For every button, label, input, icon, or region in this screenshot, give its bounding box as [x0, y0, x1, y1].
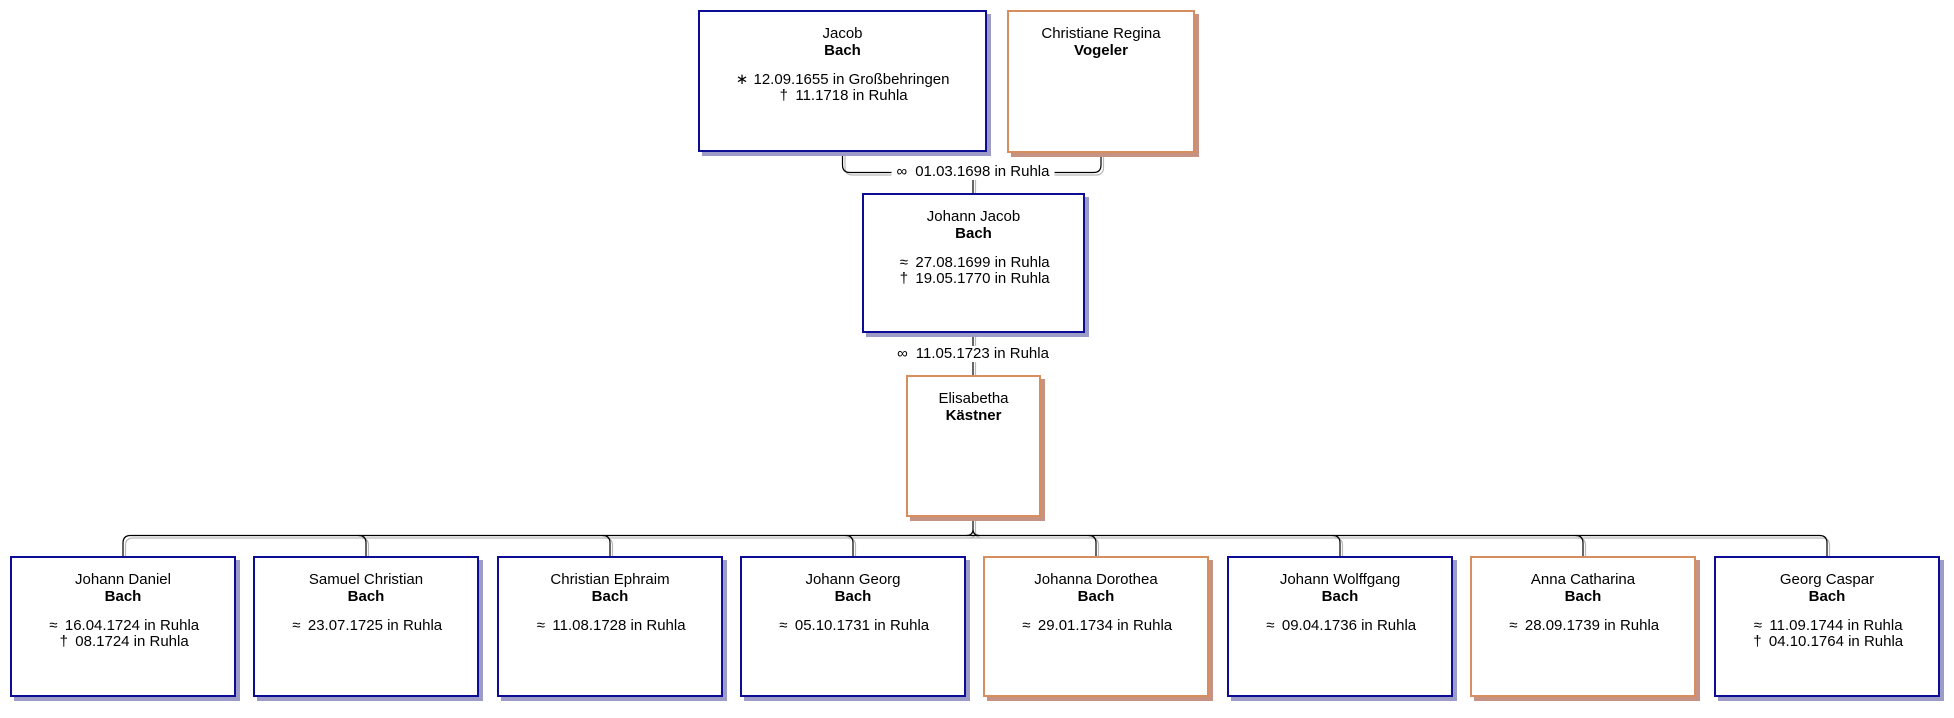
event-text: 11.09.1744 in Ruhla — [1769, 617, 1903, 634]
given-name: Christian Ephraim — [550, 571, 670, 588]
death-cross-icon: † — [1753, 633, 1762, 650]
surname: Bach — [1808, 588, 1846, 605]
marriage-date-text: 11.05.1723 in Ruhla — [915, 345, 1049, 362]
baptism-event: ≈11.09.1744 in Ruhla — [1716, 618, 1938, 634]
baptism-icon: ≈ — [899, 254, 908, 271]
marriage-date-text: 01.03.1698 in Ruhla — [915, 163, 1050, 180]
event-text: 23.07.1725 in Ruhla — [307, 617, 443, 634]
event-text: 11.1718 in Ruhla — [795, 87, 908, 104]
death-cross-icon: † — [899, 270, 909, 287]
baptism-event: ≈16.04.1724 in Ruhla — [12, 618, 234, 634]
baptism-icon: ≈ — [1022, 617, 1031, 634]
event-text: 19.05.1770 in Ruhla — [915, 270, 1050, 287]
given-name: Johann Georg — [805, 571, 901, 588]
baptism-event: ≈23.07.1725 in Ruhla — [255, 618, 477, 634]
event-text: 11.08.1728 in Ruhla — [552, 617, 686, 634]
marriage-rings-icon: ∞ — [896, 163, 908, 180]
surname: Vogeler — [1074, 42, 1128, 59]
marriage-date-label-1: ∞ 01.03.1698 in Ruhla — [891, 163, 1055, 180]
event-text: 28.09.1739 in Ruhla — [1524, 617, 1660, 634]
surname: Kästner — [945, 407, 1002, 424]
person-box-elisabetha-kaestner[interactable]: Elisabetha Kästner — [906, 375, 1041, 517]
surname: Bach — [347, 588, 385, 605]
baptism-icon: ≈ — [49, 617, 58, 634]
baptism-icon: ≈ — [779, 617, 788, 634]
person-box-jacob-bach[interactable]: Jacob Bach ∗12.09.1655 in Großbehringen … — [698, 10, 987, 152]
marriage-rings-icon: ∞ — [897, 345, 908, 362]
given-name: Johanna Dorothea — [1034, 571, 1158, 588]
person-box-johann-wolffgang-bach[interactable]: Johann Wolffgang Bach ≈09.04.1736 in Ruh… — [1227, 556, 1453, 697]
event-text: 12.09.1655 in Großbehringen — [753, 71, 950, 88]
given-name: Georg Caspar — [1779, 571, 1875, 588]
person-box-johann-jacob-bach[interactable]: Johann Jacob Bach ≈27.08.1699 in Ruhla †… — [862, 193, 1085, 333]
baptism-icon: ≈ — [536, 617, 546, 634]
person-box-christiane-regina-vogeler[interactable]: Christiane Regina Vogeler — [1007, 10, 1195, 153]
event-text: 27.08.1699 in Ruhla — [915, 254, 1050, 271]
given-name: Jacob — [822, 25, 863, 42]
surname: Bach — [1564, 588, 1602, 605]
surname: Bach — [834, 588, 872, 605]
given-name: Anna Catharina — [1530, 571, 1636, 588]
given-name: Johann Jacob — [926, 208, 1021, 225]
person-box-johanna-dorothea-bach[interactable]: Johanna Dorothea Bach ≈29.01.1734 in Ruh… — [983, 556, 1209, 697]
birth-icon: ∗ — [735, 71, 749, 88]
given-name: Johann Daniel — [75, 571, 171, 588]
person-box-johann-georg-bach[interactable]: Johann Georg Bach ≈05.10.1731 in Ruhla — [740, 556, 966, 697]
surname: Bach — [824, 42, 861, 59]
event-text: 08.1724 in Ruhla — [75, 633, 189, 650]
birth-event: ∗12.09.1655 in Großbehringen — [700, 72, 985, 88]
baptism-event: ≈05.10.1731 in Ruhla — [742, 618, 964, 634]
given-name: Elisabetha — [938, 390, 1009, 407]
surname: Bach — [591, 588, 629, 605]
baptism-event: ≈09.04.1736 in Ruhla — [1229, 618, 1451, 634]
surname: Bach — [1077, 588, 1115, 605]
death-event: † 04.10.1764 in Ruhla — [1716, 634, 1938, 650]
event-text: 05.10.1731 in Ruhla — [794, 617, 930, 634]
baptism-event: ≈29.01.1734 in Ruhla — [985, 618, 1207, 634]
event-text: 16.04.1724 in Ruhla — [64, 617, 200, 634]
baptism-icon: ≈ — [1266, 617, 1275, 634]
death-cross-icon: † — [779, 87, 789, 104]
baptism-icon: ≈ — [1753, 617, 1763, 634]
baptism-event: ≈11.08.1728 in Ruhla — [499, 618, 721, 634]
given-name: Samuel Christian — [308, 571, 424, 588]
event-text: 29.01.1734 in Ruhla — [1037, 617, 1173, 634]
death-event: † 08.1724 in Ruhla — [12, 634, 234, 650]
person-box-johann-daniel-bach[interactable]: Johann Daniel Bach ≈16.04.1724 in Ruhla … — [10, 556, 236, 697]
person-box-christian-ephraim-bach[interactable]: Christian Ephraim Bach ≈11.08.1728 in Ru… — [497, 556, 723, 697]
person-box-georg-caspar-bach[interactable]: Georg Caspar Bach ≈11.09.1744 in Ruhla †… — [1714, 556, 1940, 697]
surname: Bach — [104, 588, 142, 605]
marriage-date-label-2: ∞ 11.05.1723 in Ruhla — [892, 346, 1054, 362]
death-event: † 19.05.1770 in Ruhla — [864, 271, 1083, 287]
death-cross-icon: † — [59, 633, 68, 650]
baptism-event: ≈28.09.1739 in Ruhla — [1472, 618, 1694, 634]
baptism-icon: ≈ — [292, 617, 301, 634]
person-box-anna-catharina-bach[interactable]: Anna Catharina Bach ≈28.09.1739 in Ruhla — [1470, 556, 1696, 697]
given-name: Christiane Regina — [1041, 25, 1161, 42]
given-name: Johann Wolffgang — [1279, 571, 1401, 588]
baptism-icon: ≈ — [1509, 617, 1518, 634]
event-text: 09.04.1736 in Ruhla — [1281, 617, 1417, 634]
surname: Bach — [955, 225, 992, 242]
death-event: † 11.1718 in Ruhla — [700, 88, 985, 104]
baptism-event: ≈27.08.1699 in Ruhla — [864, 255, 1083, 271]
event-text: 04.10.1764 in Ruhla — [1768, 633, 1904, 650]
person-box-samuel-christian-bach[interactable]: Samuel Christian Bach ≈23.07.1725 in Ruh… — [253, 556, 479, 697]
surname: Bach — [1321, 588, 1359, 605]
